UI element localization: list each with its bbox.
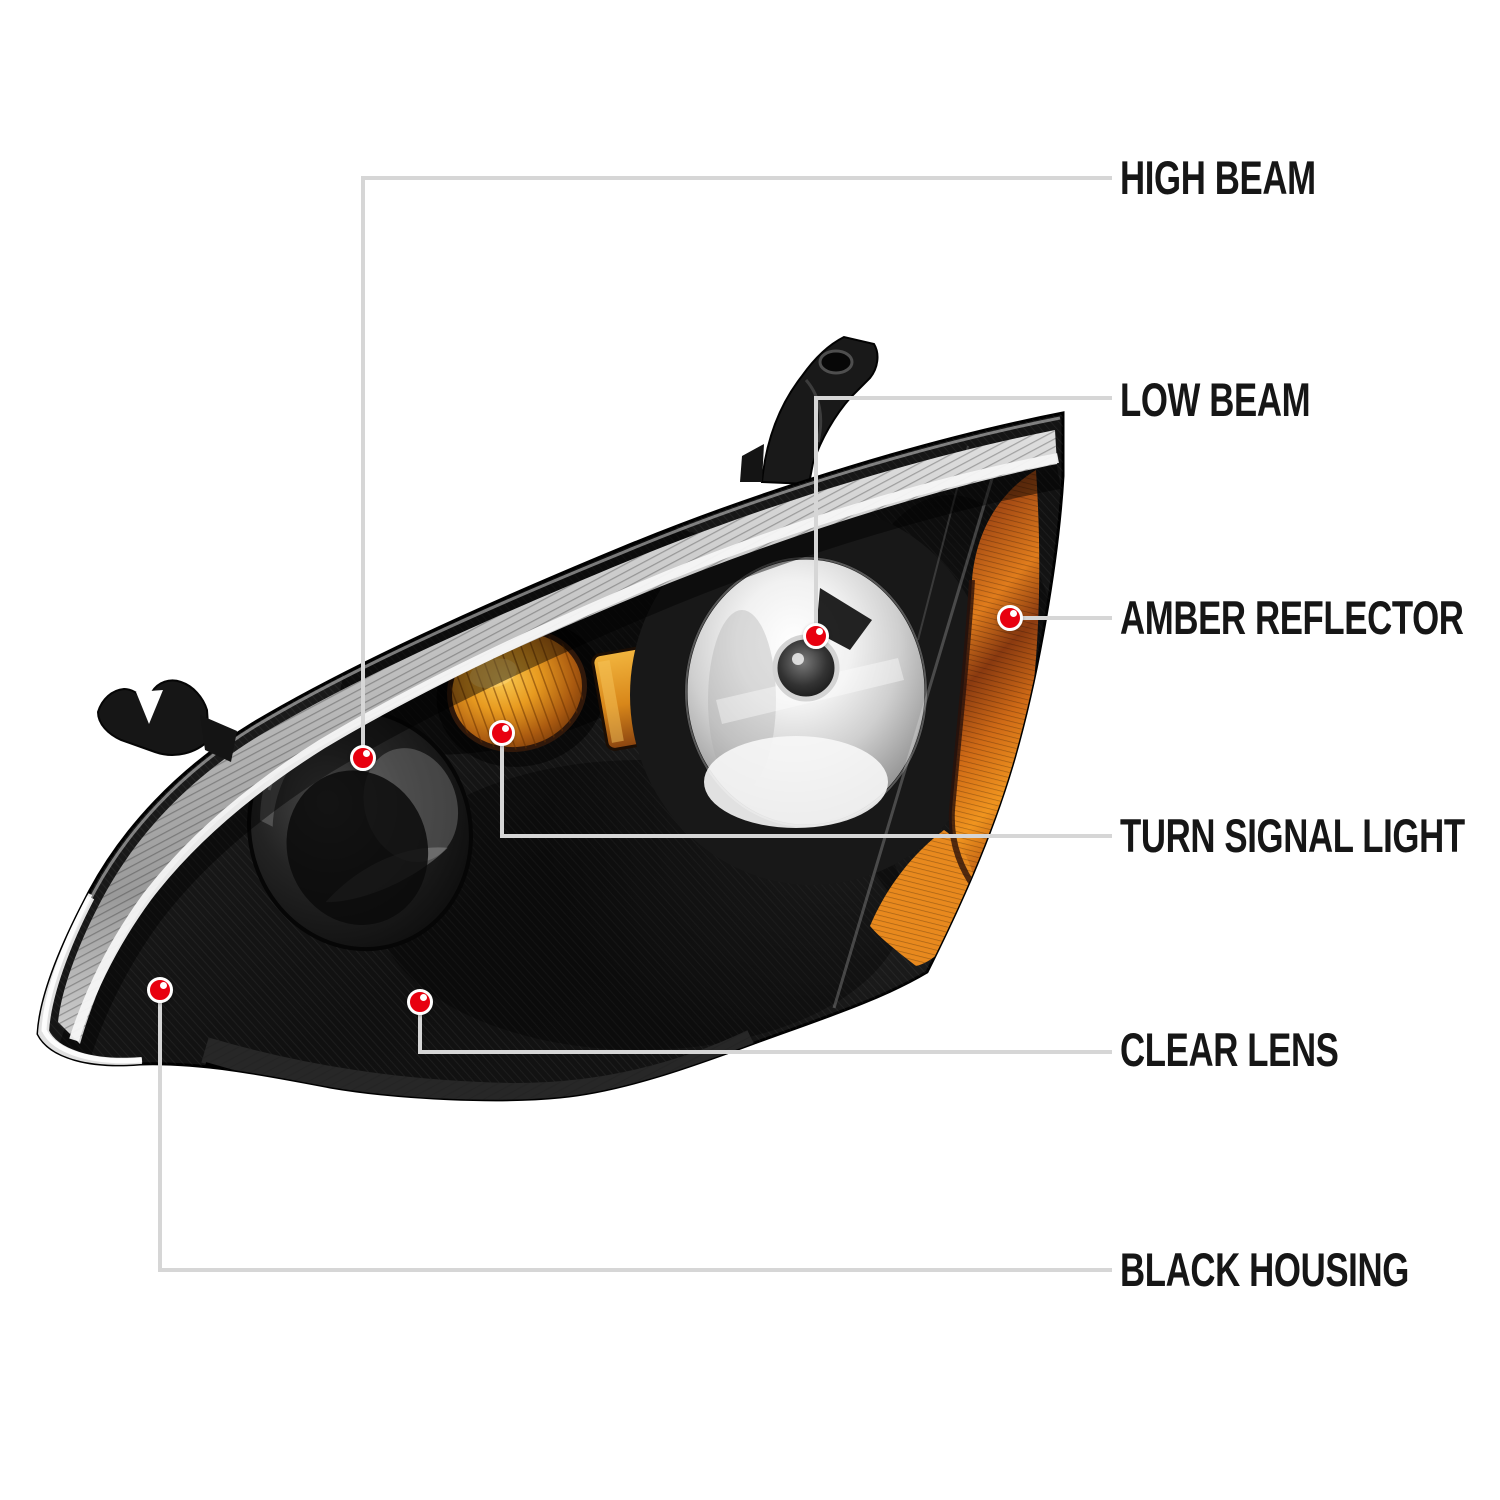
- callout-label-high-beam: HIGH BEAM: [1120, 151, 1316, 204]
- low-beam-marker-dot: [803, 623, 829, 649]
- bracket-bolt-hole: [818, 349, 854, 375]
- leader-line: [361, 178, 365, 758]
- low-beam-bulb: [772, 634, 840, 702]
- leader-line: [418, 1002, 422, 1054]
- leader-line: [1008, 616, 1112, 620]
- amber-reflector-marker-dot: [997, 605, 1023, 631]
- callout-label-black-housing: BLACK HOUSING: [1120, 1243, 1409, 1296]
- low-beam-reflector: [630, 505, 994, 885]
- leader-line: [418, 1050, 1112, 1054]
- high-beam-marker-dot: [350, 745, 376, 771]
- mounting-tab: [96, 679, 237, 762]
- turn-signal-marker-dot: [489, 720, 515, 746]
- leader-line: [158, 1268, 1112, 1272]
- leader-line: [500, 733, 504, 838]
- callout-label-low-beam: LOW BEAM: [1120, 373, 1311, 426]
- clear-lens-marker-dot: [407, 989, 433, 1015]
- leader-line: [814, 396, 1112, 400]
- clear-lens-edge: [38, 892, 143, 1072]
- mounting-bracket: [740, 335, 879, 486]
- chrome-trim-strip: [57, 430, 1062, 1060]
- callout-label-amber-reflector: AMBER REFLECTOR: [1120, 591, 1464, 644]
- black-housing-marker-dot: [147, 977, 173, 1003]
- leader-line: [361, 176, 1112, 180]
- leader-line: [500, 834, 1112, 838]
- callout-label-turn-signal-light: TURN SIGNAL LIGHT: [1120, 809, 1465, 862]
- leader-line: [158, 990, 162, 1272]
- callout-label-clear-lens: CLEAR LENS: [1120, 1023, 1339, 1076]
- leader-line: [814, 398, 818, 638]
